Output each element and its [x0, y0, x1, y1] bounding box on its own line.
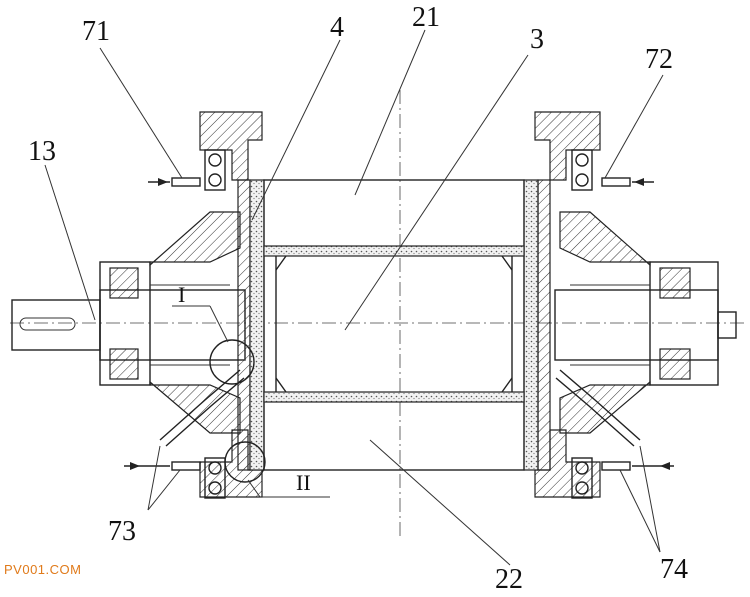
pipes [124, 177, 674, 471]
label-74: 74 [660, 554, 688, 585]
leader-lines [44, 29, 664, 566]
label-3: 3 [530, 24, 544, 55]
label-22: 22 [495, 564, 523, 595]
watermark: PV001.COM [4, 562, 82, 577]
end-plate-left [237, 179, 265, 471]
detail-circle-ii [224, 441, 266, 483]
label-4: 4 [330, 12, 344, 43]
right-shaft-stub [554, 289, 737, 361]
right-bearing-housing [559, 211, 719, 434]
label-71: 71 [82, 16, 110, 47]
label-73: 73 [108, 516, 136, 547]
label-detail-ii: II [296, 470, 311, 495]
left-bearing-housing [99, 211, 241, 434]
right-flange [534, 111, 601, 498]
label-detail-i: I [178, 282, 185, 307]
bolts [204, 149, 593, 499]
label-72: 72 [645, 44, 673, 75]
label-13: 13 [28, 136, 56, 167]
label-21: 21 [412, 2, 440, 33]
end-plate-right [523, 179, 551, 471]
rotor-body [263, 179, 525, 471]
detail-circle-i [209, 339, 255, 385]
